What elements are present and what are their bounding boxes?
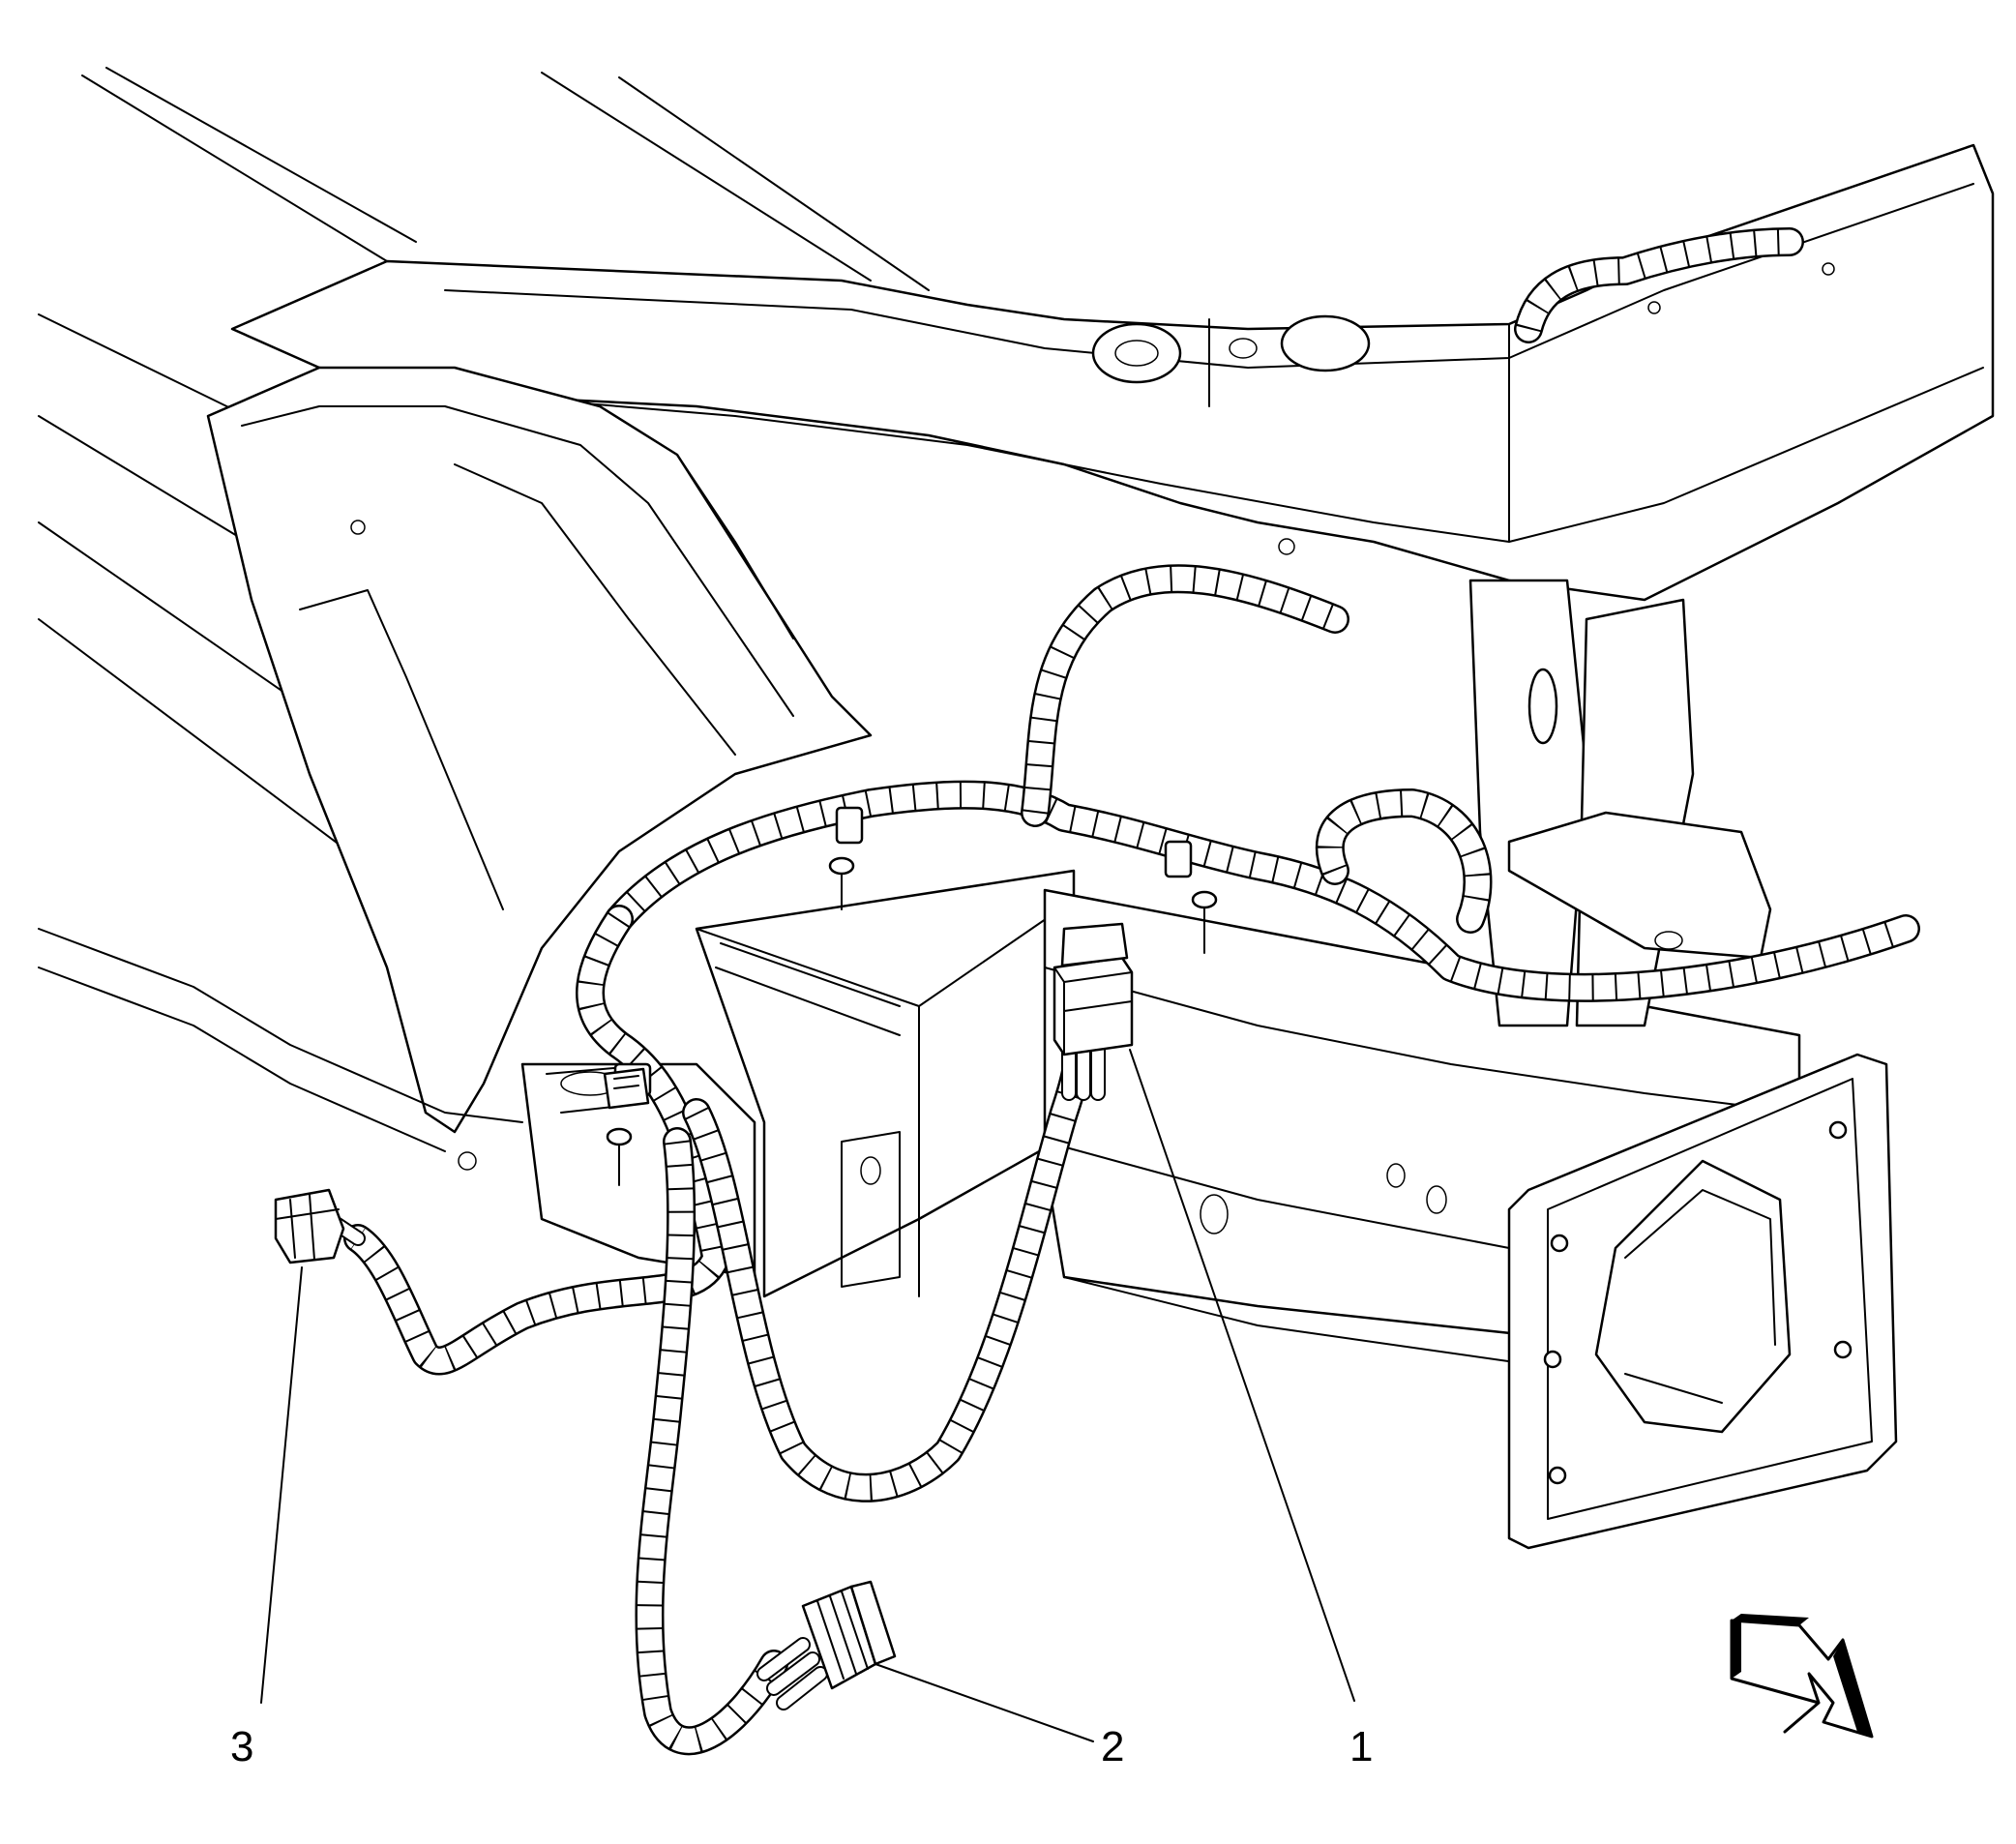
callout-3: 3 [230,1723,253,1770]
vehicle-frame [38,67,1995,1550]
view-direction-arrow-icon [1730,1614,1874,1739]
leader-line-2 [875,1663,1094,1742]
callout-2: 2 [1101,1723,1124,1770]
callout-1: 1 [1349,1723,1373,1770]
connector-2 [756,1580,897,1710]
callout-leaders [260,1049,1355,1742]
leader-line-1 [1129,1049,1355,1702]
leader-line-3 [260,1266,303,1704]
connector-3 [274,1067,650,1264]
connector-1 [1052,922,1134,1101]
